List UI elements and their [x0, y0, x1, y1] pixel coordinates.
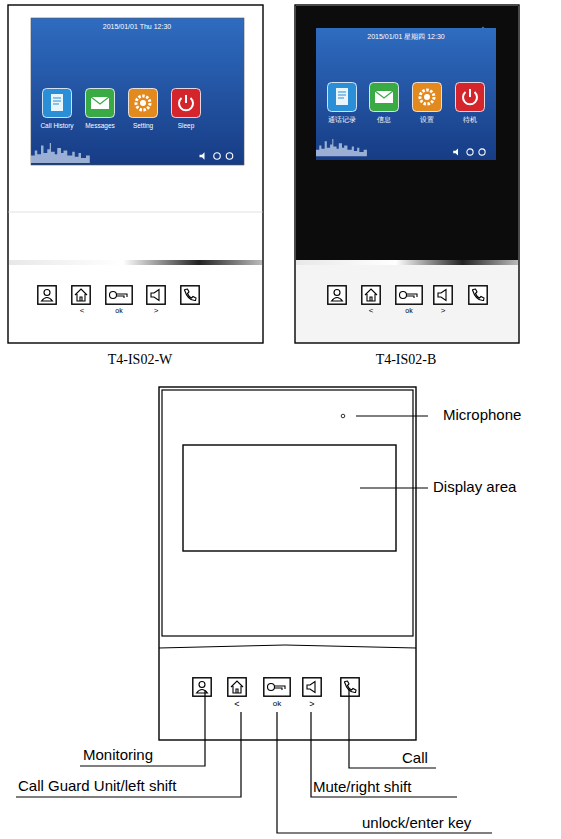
button-hint: >	[154, 307, 159, 316]
icon-label: 通话记录	[328, 116, 356, 124]
black-monitor	[295, 5, 519, 343]
callout-label: Call	[402, 750, 428, 767]
icon-label: 设置	[420, 116, 434, 124]
button-hint: >	[309, 700, 314, 710]
button-hint: ok	[273, 700, 281, 709]
icon-label: Call History	[40, 122, 73, 129]
callout-label: Monitoring	[83, 747, 153, 764]
icon-label: Setting	[133, 122, 153, 129]
callout-label: Display area	[433, 479, 516, 496]
button-hint: ok	[405, 307, 412, 315]
button-hint: >	[441, 307, 446, 316]
icon-label: Sleep	[178, 122, 195, 129]
monitor-outline-drawing	[159, 387, 416, 740]
callout-label: Microphone	[443, 407, 521, 424]
leader-lines	[16, 416, 492, 833]
callout-label: unlock/enter key	[362, 815, 471, 832]
callout-label: Mute/right shift	[313, 779, 411, 796]
button-hint: <	[234, 700, 239, 710]
model-caption: T4-IS02-W	[108, 352, 173, 367]
button-hint: ok	[115, 307, 122, 315]
callout-label: Call Guard Unit/left shift	[18, 778, 176, 795]
icon-label: 信息	[377, 116, 391, 124]
icon-label: 待机	[463, 116, 477, 124]
screen-date: 2015/01/01 星期四 12:30	[367, 33, 444, 41]
button-hint: <	[80, 307, 85, 316]
model-caption: T4-IS02-B	[376, 352, 437, 367]
screen-date: 2015/01/01 Thu 12:30	[103, 23, 171, 31]
white-monitor	[8, 5, 263, 343]
button-hint: <	[369, 307, 374, 316]
icon-label: Messages	[85, 122, 115, 129]
